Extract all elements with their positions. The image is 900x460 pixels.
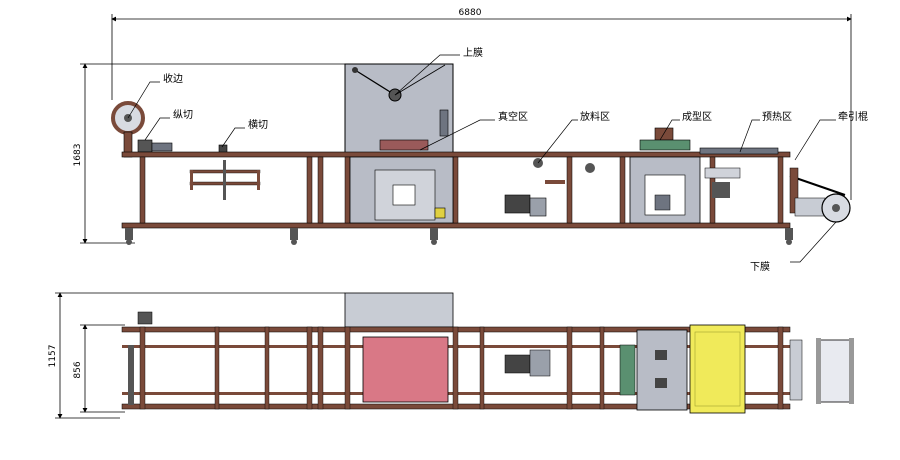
label-traction-roller: 牵引棍 [838,110,868,123]
dim-top-width-outer: 1157 [48,345,58,368]
lower-film-roll-top [819,339,851,403]
upper-film-cabinet [344,63,454,155]
label-preheat-zone: 预热区 [762,110,792,123]
label-loading-zone: 放料区 [580,110,610,123]
label-longitudinal-cut: 纵切 [173,109,193,121]
callout-leaders [127,54,837,263]
label-vacuum-zone: 真空区 [498,110,528,123]
preheat-plate-top [689,324,746,414]
label-edge-winding: 收边 [163,72,183,85]
forming-plate-top [636,329,688,411]
label-cross-cut: 横切 [248,118,268,131]
side-top-beam [121,151,791,158]
dim-total-length: 6880 [459,8,482,18]
loading-motor [504,194,531,214]
traction-arm [789,175,846,196]
top-upper-film-housing [344,292,454,328]
top-view [121,292,854,414]
label-upper-film: 上膜 [463,47,483,59]
slitter-motor [137,139,153,153]
side-bottom-beam [121,222,791,229]
dim-side-height: 1683 [73,144,83,167]
dim-top-width-inner: 856 [73,361,83,378]
label-lower-film: 下膜 [750,261,770,273]
side-view [111,63,851,245]
preheat-plate [699,147,779,155]
label-forming-zone: 成型区 [682,110,712,123]
slitter-top-motor [137,311,153,325]
dimension-lines [55,14,852,419]
loading-motor-top [504,354,531,374]
vacuum-box-top [362,336,449,403]
